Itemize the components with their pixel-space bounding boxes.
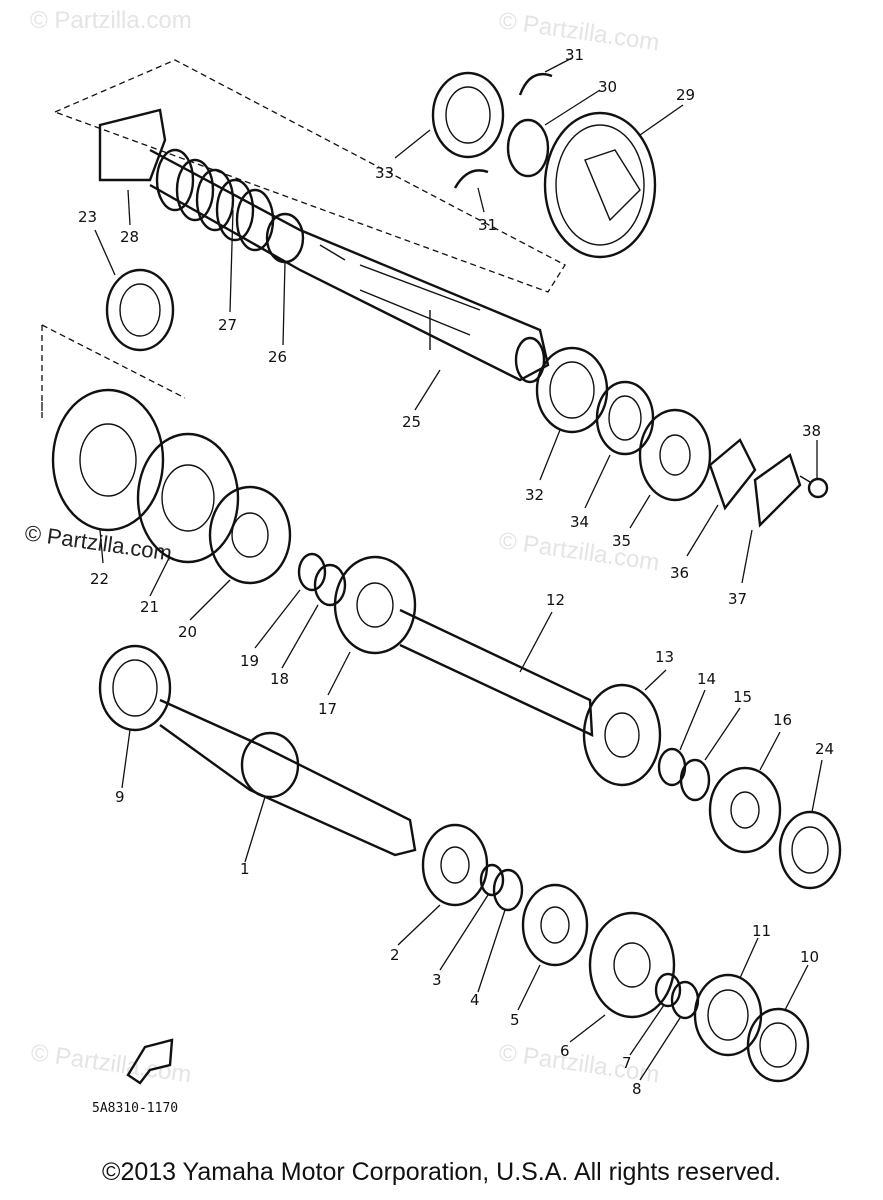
gear-21	[136, 432, 240, 564]
callout-2: 2	[390, 946, 400, 964]
gear-22	[51, 388, 165, 532]
callout-37: 37	[728, 590, 747, 608]
callout-20: 20	[178, 623, 197, 641]
callouts: 1 2 3 4 5 6 7 8 9 10 11 12 13 14 15 16 1…	[78, 46, 834, 1098]
callout-13: 13	[655, 648, 674, 666]
callout-30: 30	[598, 78, 617, 96]
axle-1	[159, 698, 417, 857]
callout-36: 36	[670, 564, 689, 582]
gear-29	[543, 111, 657, 259]
diagram-code: 5A8310-1170	[92, 1101, 178, 1116]
seal-10	[746, 1007, 810, 1083]
callout-6: 6	[560, 1042, 570, 1060]
callout-5: 5	[510, 1011, 520, 1029]
callout-16: 16	[773, 711, 792, 729]
gear-2	[421, 823, 489, 907]
washer-30	[506, 118, 550, 178]
washer-19	[297, 552, 327, 592]
callout-7: 7	[622, 1054, 632, 1072]
callout-31: 31	[565, 46, 584, 64]
callout-23: 23	[78, 208, 97, 226]
bearing-23	[105, 268, 175, 352]
circlip-31-bottom	[453, 169, 489, 189]
bearing-9	[98, 644, 172, 732]
callout-3: 3	[432, 971, 442, 989]
watermarks: © Partzilla.com © Partzilla.com © Partzi…	[23, 7, 661, 1088]
callout-18: 18	[270, 670, 289, 688]
gear-13	[582, 683, 662, 787]
callout-12: 12	[546, 591, 565, 609]
callout-28: 28	[120, 228, 139, 246]
callout-32: 32	[525, 486, 544, 504]
circlip-15	[679, 758, 711, 802]
callout-1: 1	[240, 860, 250, 878]
callout-11: 11	[752, 922, 771, 940]
callout-29: 29	[676, 86, 695, 104]
gear-16	[708, 766, 782, 854]
callout-21: 21	[140, 598, 159, 616]
axle-1-gear	[240, 731, 300, 799]
washer-3	[479, 863, 505, 897]
callout-31-second: 31	[478, 216, 497, 234]
drive-axle-25	[98, 108, 550, 384]
callout-27: 27	[218, 316, 237, 334]
callout-4: 4	[470, 991, 480, 1009]
callout-38: 38	[802, 422, 821, 440]
lock-washer-36	[708, 438, 757, 511]
group-outline-left	[41, 324, 186, 418]
gear-5	[521, 883, 589, 967]
callout-8: 8	[632, 1080, 642, 1098]
callout-25: 25	[402, 413, 421, 431]
callout-24: 24	[815, 740, 834, 758]
circlip-18	[313, 563, 347, 607]
callout-34: 34	[570, 513, 589, 531]
washer-7	[654, 972, 682, 1008]
copyright-notice: ©2013 Yamaha Motor Corporation, U.S.A. A…	[102, 1158, 781, 1186]
circlip-31-top	[518, 72, 553, 96]
callout-17: 17	[318, 700, 337, 718]
sprocket-35	[638, 408, 712, 502]
bolt-38	[799, 475, 829, 499]
gear-17	[333, 555, 417, 655]
gear-20	[208, 485, 292, 585]
callout-19: 19	[240, 652, 259, 670]
group-outline-upper	[54, 59, 566, 293]
bearing-33	[431, 71, 505, 159]
callout-14: 14	[697, 670, 716, 688]
callout-26: 26	[268, 348, 287, 366]
callout-22: 22	[90, 570, 109, 588]
watermark: © Partzilla.com	[497, 527, 661, 576]
front-arrow-icon	[126, 1038, 174, 1085]
callout-15: 15	[733, 688, 752, 706]
circlip-4	[492, 868, 524, 912]
callout-35: 35	[612, 532, 631, 550]
callout-10: 10	[800, 948, 819, 966]
seal-34	[595, 380, 655, 456]
watermark: © Partzilla.com	[30, 7, 192, 34]
main-axle-12	[399, 608, 594, 737]
callout-9: 9	[115, 788, 125, 806]
bearing-24	[778, 810, 842, 890]
plate-37	[753, 453, 802, 528]
bearing-11	[693, 973, 763, 1057]
leader-lines	[94, 57, 823, 1081]
watermark: © Partzilla.com	[29, 1039, 193, 1088]
gear-6	[588, 911, 676, 1019]
callout-33: 33	[375, 164, 394, 182]
